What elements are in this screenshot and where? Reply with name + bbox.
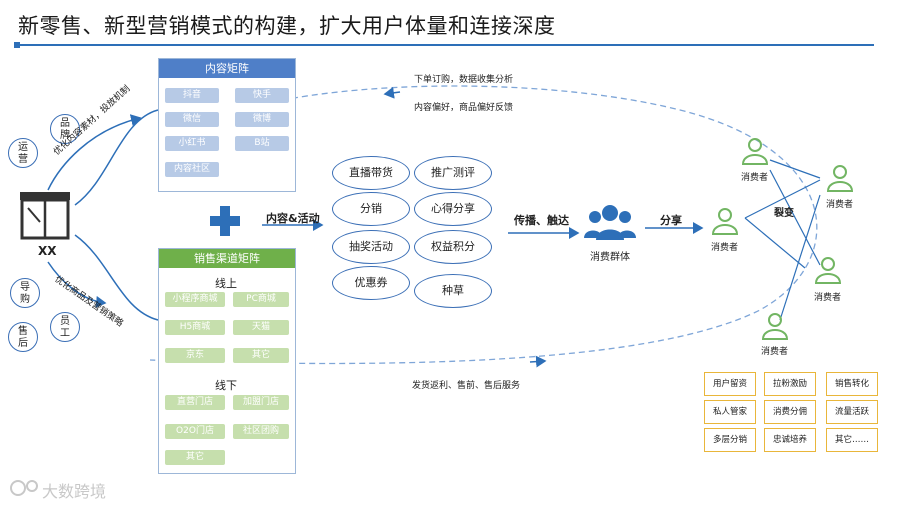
content-item-xiaohongshu: 小红书 <box>165 136 219 151</box>
tag-user-leads: 用户留资 <box>704 372 756 396</box>
top-note-preference: 内容偏好，商品偏好反馈 <box>414 103 514 113</box>
online-label: 线上 <box>215 277 237 290</box>
tag-fan-incentive: 拉粉激励 <box>764 372 816 396</box>
tag-multilevel-distribution: 多层分销 <box>704 428 756 452</box>
brand-circle: 品 牌 <box>50 114 80 144</box>
watermark-text: 大数跨境 <box>42 482 107 501</box>
feedback-arrow-top <box>383 86 401 99</box>
plus-label: 内容&活动 <box>266 212 320 225</box>
tag-consumption-commission: 消费分佣 <box>764 400 816 424</box>
top-arc <box>47 114 142 191</box>
share-label: 分享 <box>660 214 682 227</box>
content-matrix-panel: 内容矩阵 抖音 快手 微信 微博 小红书 B站 内容社区 <box>158 58 296 192</box>
offline-item-franchise: 加盟门店 <box>233 395 289 410</box>
consumer-icon-3 <box>826 165 854 192</box>
bottom-note-service: 发货返利、售前、售后服务 <box>412 381 521 391</box>
guide-circle: 导 购 <box>10 278 40 308</box>
content-matrix-header: 内容矩阵 <box>159 59 295 78</box>
title-underline <box>14 42 874 48</box>
store-to-sales-curve <box>74 234 159 321</box>
activity-coupon: 优惠券 <box>332 266 410 300</box>
offline-item-direct: 直营门店 <box>165 395 225 410</box>
content-item-wechat: 微信 <box>165 112 219 127</box>
store-label: XX <box>38 244 57 258</box>
fission-line-2 <box>744 217 806 269</box>
online-item-other: 其它 <box>233 348 289 363</box>
feedback-arrow-bottom <box>529 355 547 368</box>
content-item-community: 内容社区 <box>165 162 219 177</box>
online-item-miniprogram: 小程序商城 <box>165 292 225 307</box>
fission-line-5 <box>769 159 821 179</box>
after-sale-circle: 售 后 <box>8 322 38 352</box>
consumer-label-3: 消费者 <box>826 200 854 210</box>
content-item-bilibili: B站 <box>235 136 289 151</box>
fission-line-4 <box>769 169 821 266</box>
consumer-label-1: 消费者 <box>711 243 739 253</box>
activity-lottery: 抽奖活动 <box>332 230 410 264</box>
tag-loyalty: 忠诚培养 <box>764 428 816 452</box>
spread-label: 传播、触达 <box>514 214 569 227</box>
consumer-group-label: 消费群体 <box>590 252 630 263</box>
consumer-icon-2 <box>741 138 769 165</box>
online-item-tmall: 天猫 <box>233 320 289 335</box>
fission-label: 裂变 <box>774 208 794 219</box>
tag-private-butler: 私人管家 <box>704 400 756 424</box>
activity-points: 权益积分 <box>414 230 492 264</box>
content-item-kuaishou: 快手 <box>235 88 289 103</box>
bottom-arc <box>47 261 107 308</box>
activity-distribution: 分销 <box>332 192 410 226</box>
feedback-loop <box>149 85 818 365</box>
consumer-label-5: 消费者 <box>761 347 789 357</box>
sales-matrix-header: 销售渠道矩阵 <box>159 249 295 268</box>
consumer-label-4: 消费者 <box>814 293 842 303</box>
consumer-icon-5 <box>761 313 789 340</box>
tag-other: 其它…… <box>826 428 878 452</box>
offline-item-o2o: O2O门店 <box>165 424 225 439</box>
fission-line-1 <box>744 179 821 219</box>
sales-matrix-panel: 销售渠道矩阵 线上 小程序商城 PC商城 H5商城 天猫 京东 其它 线下 直营… <box>158 248 296 474</box>
watermark-logo <box>10 480 38 496</box>
activity-live-stream: 直播带货 <box>332 156 410 190</box>
tag-traffic-activity: 流量活跃 <box>826 400 878 424</box>
store-to-content-curve <box>74 109 159 206</box>
online-item-h5: H5商城 <box>165 320 225 335</box>
tag-sales-conversion: 销售转化 <box>826 372 878 396</box>
offline-item-community-group: 社区团购 <box>233 424 289 439</box>
content-item-weibo: 微博 <box>235 112 289 127</box>
consumer-group-icon <box>584 205 636 240</box>
operation-circle: 运 营 <box>8 138 38 168</box>
fission-line-3 <box>779 194 821 321</box>
activity-seeding: 种草 <box>414 274 492 308</box>
consumer-label-2: 消费者 <box>741 173 769 183</box>
page-title: 新零售、新型营销模式的构建，扩大用户体量和连接深度 <box>18 14 556 38</box>
staff-circle: 员 工 <box>50 312 80 342</box>
plus-v <box>220 206 230 236</box>
online-item-pc: PC商城 <box>233 292 289 307</box>
consumer-icon-4 <box>814 257 842 284</box>
content-item-douyin: 抖音 <box>165 88 219 103</box>
top-note-order: 下单订购，数据收集分析 <box>414 75 514 85</box>
offline-label: 线下 <box>215 379 237 392</box>
activity-promo-review: 推广测评 <box>414 156 492 190</box>
online-item-jd: 京东 <box>165 348 225 363</box>
consumer-icon-1 <box>711 208 739 235</box>
activity-experience-share: 心得分享 <box>414 192 492 226</box>
offline-item-other: 其它 <box>165 450 225 465</box>
store-icon <box>20 192 70 240</box>
